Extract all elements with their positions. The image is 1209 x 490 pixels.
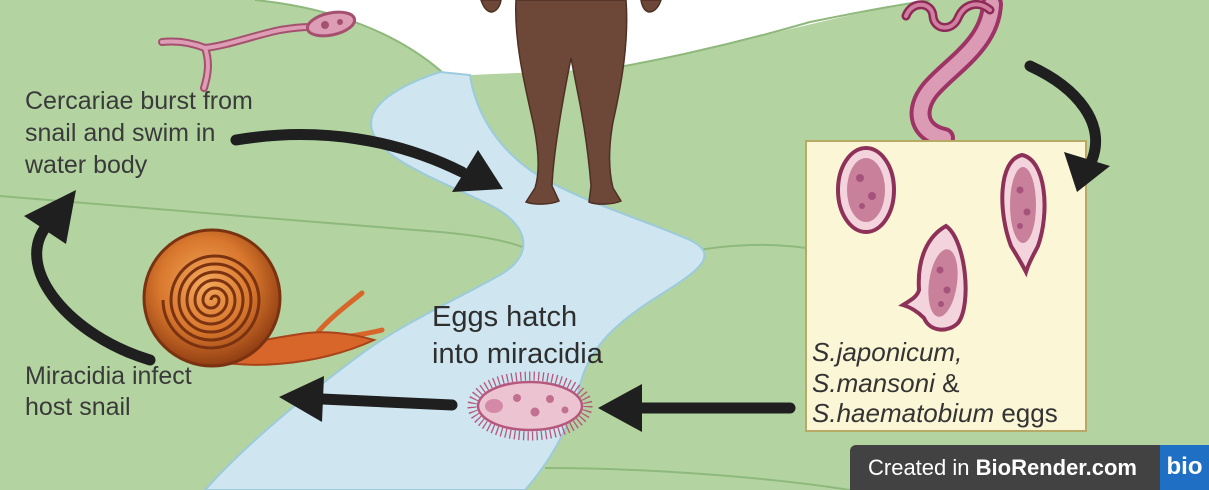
miracidium-germ-cell <box>531 408 540 417</box>
egg-embryo-cell <box>856 174 864 182</box>
miracidium-germ-cell <box>546 395 554 403</box>
human-left-hand <box>481 0 501 12</box>
attribution-brand: BioRender.com <box>976 455 1137 480</box>
egg-embryo-cell <box>1017 187 1024 194</box>
human-right-hand <box>641 0 661 12</box>
eggs-hatch-label: Eggs hatch into miracidia <box>432 299 603 373</box>
miracidium-germ-cell <box>562 407 569 414</box>
label-line: host snail <box>25 392 192 423</box>
species-haematobium: S.haematobium <box>812 398 994 428</box>
egg-embryo-cell <box>868 192 876 200</box>
species-line-mansoni: S.mansoni & <box>812 368 1058 399</box>
species-line-haematobium: S.haematobium eggs <box>812 398 1058 429</box>
japonicum-egg-illustration <box>838 148 894 232</box>
label-line: into miracidia <box>432 336 603 373</box>
egg-embryo-cell <box>937 267 944 274</box>
cercaria-head-organ <box>337 19 343 25</box>
egg-embryo-cell <box>859 203 865 209</box>
arrow-shaft <box>322 399 452 405</box>
egg-embryo-cell <box>1017 223 1023 229</box>
label-line: Eggs hatch <box>432 299 603 336</box>
egg-species-label: S.japonicum, S.mansoni & S.haematobium e… <box>812 337 1058 429</box>
miracidium-apical-gland <box>485 399 503 413</box>
egg-embryo-cell <box>944 287 951 294</box>
species-japonicum: S.japonicum, <box>812 337 962 367</box>
egg-embryo-cell <box>938 301 944 307</box>
miracidia-infect-label: Miracidia infect host snail <box>25 361 192 423</box>
attribution-text: Created in BioRender.com <box>850 445 1160 490</box>
biorender-logo-icon: bio <box>1160 445 1209 490</box>
species-mansoni-suffix: & <box>935 368 960 398</box>
species-mansoni: S.mansoni <box>812 368 935 398</box>
species-line-japonicum: S.japonicum, <box>812 337 1058 368</box>
species-haematobium-suffix: eggs <box>994 398 1058 428</box>
label-line: Cercariae burst from <box>25 85 253 117</box>
cercaria-head-organ <box>321 21 329 29</box>
label-line: snail and swim in <box>25 117 253 149</box>
cercariae-release-label: Cercariae burst from snail and swim in w… <box>25 85 253 181</box>
biorender-attribution-badge: Created in BioRender.com bio <box>850 445 1209 490</box>
miracidium-germ-cell <box>513 394 521 402</box>
label-line: water body <box>25 149 253 181</box>
attribution-prefix: Created in <box>868 455 976 480</box>
egg-embryo-cell <box>1024 209 1031 216</box>
egg-embryo <box>847 158 885 222</box>
label-line: Miracidia infect <box>25 361 192 392</box>
egg-embryo <box>1010 167 1036 243</box>
